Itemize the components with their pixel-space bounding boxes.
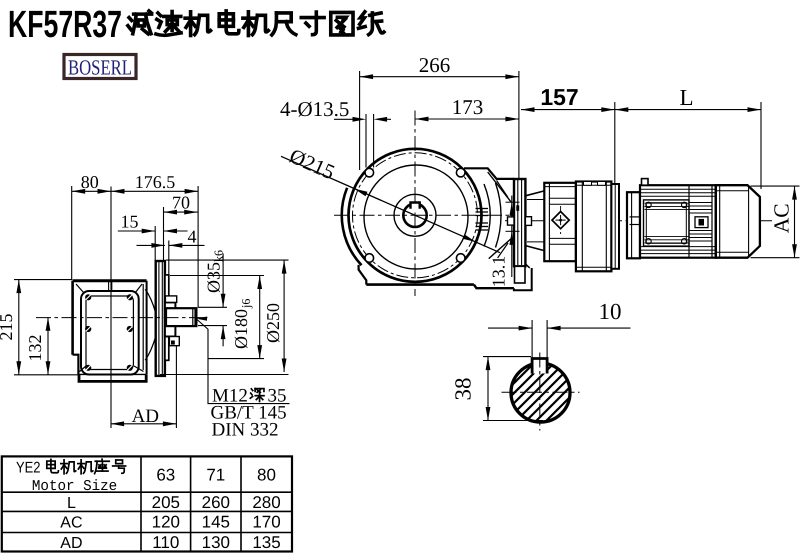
- svg-text:145: 145: [202, 513, 230, 532]
- svg-text:YE2: YE2: [16, 459, 41, 476]
- svg-text:35: 35: [268, 386, 287, 407]
- svg-text:38: 38: [451, 378, 476, 401]
- svg-text:4-Ø13.5: 4-Ø13.5: [280, 97, 349, 121]
- svg-text:Ø180: Ø180: [231, 309, 251, 349]
- svg-text:80: 80: [81, 172, 99, 192]
- svg-text:DIN 332: DIN 332: [212, 420, 279, 441]
- svg-text:260: 260: [202, 493, 230, 512]
- svg-text:AD: AD: [132, 406, 159, 427]
- svg-text:Ø250: Ø250: [263, 303, 283, 343]
- svg-text:4: 4: [188, 227, 197, 247]
- svg-text:70: 70: [172, 193, 190, 213]
- svg-text:AD: AD: [60, 535, 82, 552]
- svg-text:132: 132: [25, 335, 45, 362]
- svg-text:L: L: [679, 85, 693, 110]
- svg-text:Ø35: Ø35: [204, 262, 224, 293]
- svg-text:KF57R37: KF57R37: [8, 4, 122, 46]
- svg-text:170: 170: [252, 513, 280, 532]
- svg-text:j6: j6: [239, 299, 253, 309]
- svg-text:280: 280: [252, 493, 280, 512]
- svg-text:13.1: 13.1: [489, 256, 509, 288]
- svg-text:120: 120: [152, 513, 180, 532]
- svg-text:157: 157: [540, 84, 578, 110]
- svg-text:130: 130: [202, 533, 230, 552]
- svg-text:205: 205: [152, 493, 180, 512]
- svg-text:k6: k6: [212, 250, 226, 262]
- svg-text:80: 80: [257, 465, 276, 484]
- svg-text:71: 71: [206, 465, 225, 484]
- svg-text:15: 15: [121, 211, 139, 231]
- svg-text:AC: AC: [770, 203, 794, 233]
- svg-text:Motor Size: Motor Size: [32, 478, 117, 495]
- svg-text:215: 215: [0, 314, 16, 341]
- svg-text:63: 63: [156, 465, 175, 484]
- svg-text:BOSERL: BOSERL: [68, 56, 132, 80]
- svg-text:AC: AC: [60, 515, 82, 532]
- svg-text:176.5: 176.5: [135, 172, 176, 192]
- svg-text:135: 135: [252, 533, 280, 552]
- svg-text:M12: M12: [212, 386, 248, 407]
- svg-text:173: 173: [452, 95, 484, 119]
- svg-text:110: 110: [152, 533, 179, 552]
- svg-text:L: L: [67, 495, 76, 512]
- svg-text:266: 266: [419, 53, 451, 77]
- svg-text:10: 10: [599, 299, 622, 324]
- svg-text:GB/T 145: GB/T 145: [211, 403, 287, 424]
